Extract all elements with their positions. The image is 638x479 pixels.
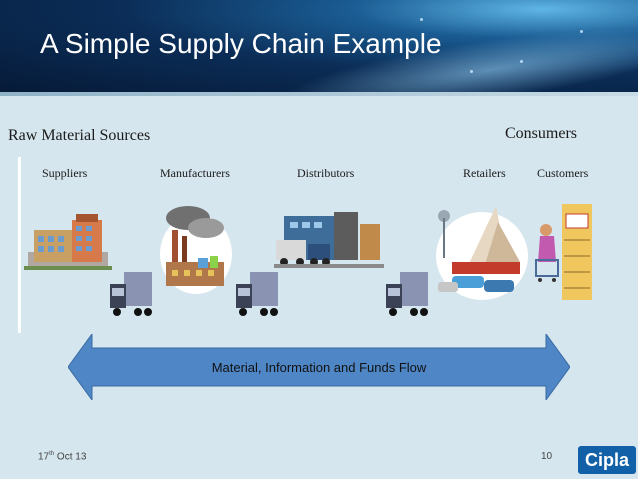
flow-label: Material, Information and Funds Flow [211,360,427,375]
cipla-logo: Cipla [578,446,636,474]
consumers-heading: Consumers [505,125,577,142]
header-star [470,70,473,73]
delivery-truck-icon [236,272,278,316]
header-star [420,18,423,21]
shopping-customer-icon [535,204,592,300]
factory-building-icon [24,214,112,270]
footer-date: 17th Oct 13 [38,451,86,462]
stage-label-customers: Customers [537,166,589,180]
delivery-truck-icon [386,272,428,316]
page-number: 10 [541,451,553,462]
double-arrow-flow [68,334,570,400]
stage-label-retailers: Retailers [463,166,506,180]
retail-store-icon [436,206,528,300]
distribution-center-icon [274,212,384,268]
slide-title: A Simple Supply Chain Example [40,28,442,59]
left-divider [18,157,21,333]
raw-material-heading: Raw Material Sources [8,127,151,144]
header-star [520,60,523,63]
stage-label-distributors: Distributors [297,166,355,180]
stage-label-manufacturers: Manufacturers [160,166,230,180]
header-divider [0,92,638,96]
footer-date-day: 17 [38,451,50,463]
footer-date-rest: Oct 13 [54,451,87,463]
slide-header: A Simple Supply Chain Example [0,0,638,92]
footer-date-suffix: th [49,451,55,457]
delivery-truck-icon [110,272,152,316]
header-star [580,30,583,33]
stage-label-suppliers: Suppliers [42,166,88,180]
manufacturing-plant-icon [160,206,232,294]
